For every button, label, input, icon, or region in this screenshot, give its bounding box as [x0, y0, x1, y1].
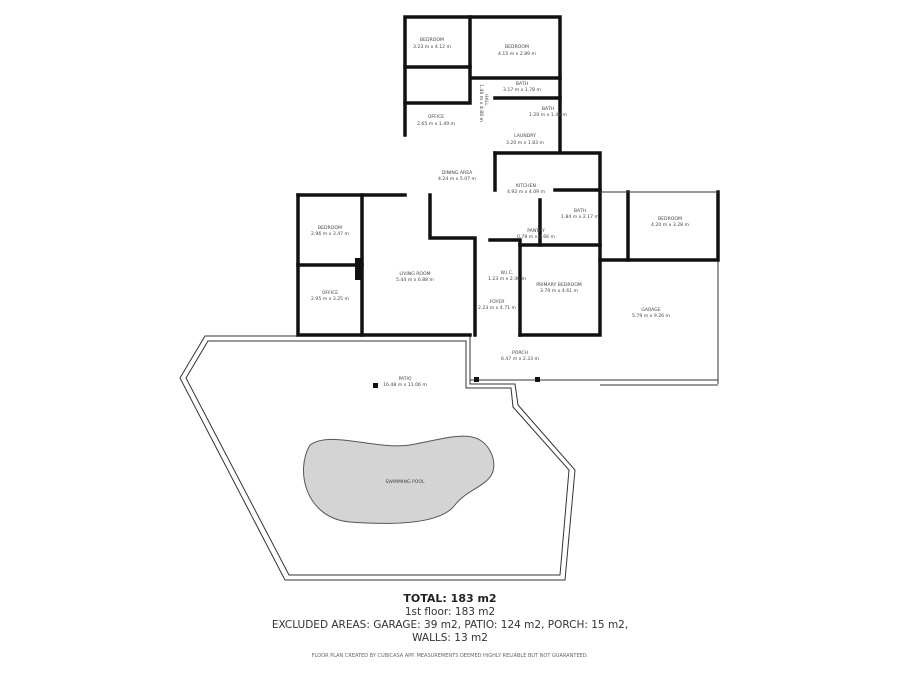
room-size: 0.78 m x 0.66 m	[517, 234, 555, 240]
room-label: LIVING ROOM	[399, 271, 430, 277]
room-size: 5.44 m x 6.88 m	[396, 277, 434, 283]
room-size: 6.47 m x 2.33 m	[501, 356, 539, 362]
room-size: 16.48 m x 11.06 m	[383, 382, 427, 388]
room-label: OFFICE	[322, 290, 338, 296]
room-label: PRIMARY BEDROOM	[536, 282, 582, 288]
total-area: TOTAL: 183 m2	[403, 592, 497, 605]
room-size: 1.46 m x 4.88 m	[478, 84, 484, 122]
room-size: 2.23 m x 4.71 m	[478, 305, 516, 311]
walls	[296, 15, 720, 337]
room-labels: BEDROOM 3.23 m x 4.12 m BEDROOM 4.15 m x…	[311, 37, 689, 485]
room-label: DINING AREA	[442, 170, 473, 176]
room-label: BATH	[516, 81, 528, 87]
room-size: 4.20 m x 3.28 m	[651, 222, 689, 228]
room-label: BEDROOM	[658, 216, 682, 222]
room-size: 4.24 m x 5.07 m	[438, 176, 476, 182]
excluded-areas: EXCLUDED AREAS: GARAGE: 39 m2, PATIO: 12…	[271, 619, 629, 631]
floor-area: 1st floor: 183 m2	[404, 606, 496, 618]
room-label: HALL	[483, 94, 489, 106]
room-label: BATH	[542, 106, 554, 112]
room-size: 4.92 m x 4.09 m	[507, 189, 545, 195]
porch-garage-front	[373, 260, 719, 388]
room-size: 4.15 m x 2.89 m	[498, 51, 536, 57]
room-size: 3.70 m x 4.61 m	[540, 288, 578, 294]
room-label: FOYER	[490, 299, 506, 305]
swimming-pool	[303, 435, 495, 524]
room-label: PORCH	[512, 350, 528, 356]
room-size: 3.23 m x 4.12 m	[413, 44, 451, 50]
room-label: PANTRY	[527, 228, 545, 234]
room-size: 3.17 m x 1.78 m	[503, 87, 541, 93]
walls-area: WALLS: 13 m2	[412, 632, 488, 644]
room-size: 2.96 m x 3.47 m	[311, 231, 349, 237]
room-size: 2.65 m x 1.49 m	[417, 121, 455, 127]
room-label: SWIMMING POOL	[385, 479, 425, 485]
room-size: 5.79 m x 9.26 m	[632, 313, 670, 319]
disclaimer: FLOOR PLAN CREATED BY CUBICASA APP. MEAS…	[311, 653, 589, 659]
room-label: BEDROOM	[318, 225, 342, 231]
room-label: BATH	[574, 208, 586, 214]
room-label: BEDROOM	[505, 44, 529, 50]
room-label: LAUNDRY	[514, 133, 536, 139]
room-size: 2.95 m x 3.25 m	[311, 296, 349, 302]
room-label: PATIO	[398, 376, 411, 382]
room-label: BEDROOM	[420, 37, 444, 43]
room-size: 1.20 m x 1.48 m	[529, 112, 567, 118]
room-label: OFFICE	[428, 114, 444, 120]
room-label: GARAGE	[641, 307, 660, 313]
room-label: KITCHEN	[516, 183, 536, 189]
room-size: 3.20 m x 1.83 m	[506, 140, 544, 146]
room-label: W.I.C.	[501, 270, 514, 276]
room-size: 1.84 m x 2.17 m	[561, 214, 599, 220]
room-size: 1.23 m x 2.46 m	[488, 276, 526, 282]
